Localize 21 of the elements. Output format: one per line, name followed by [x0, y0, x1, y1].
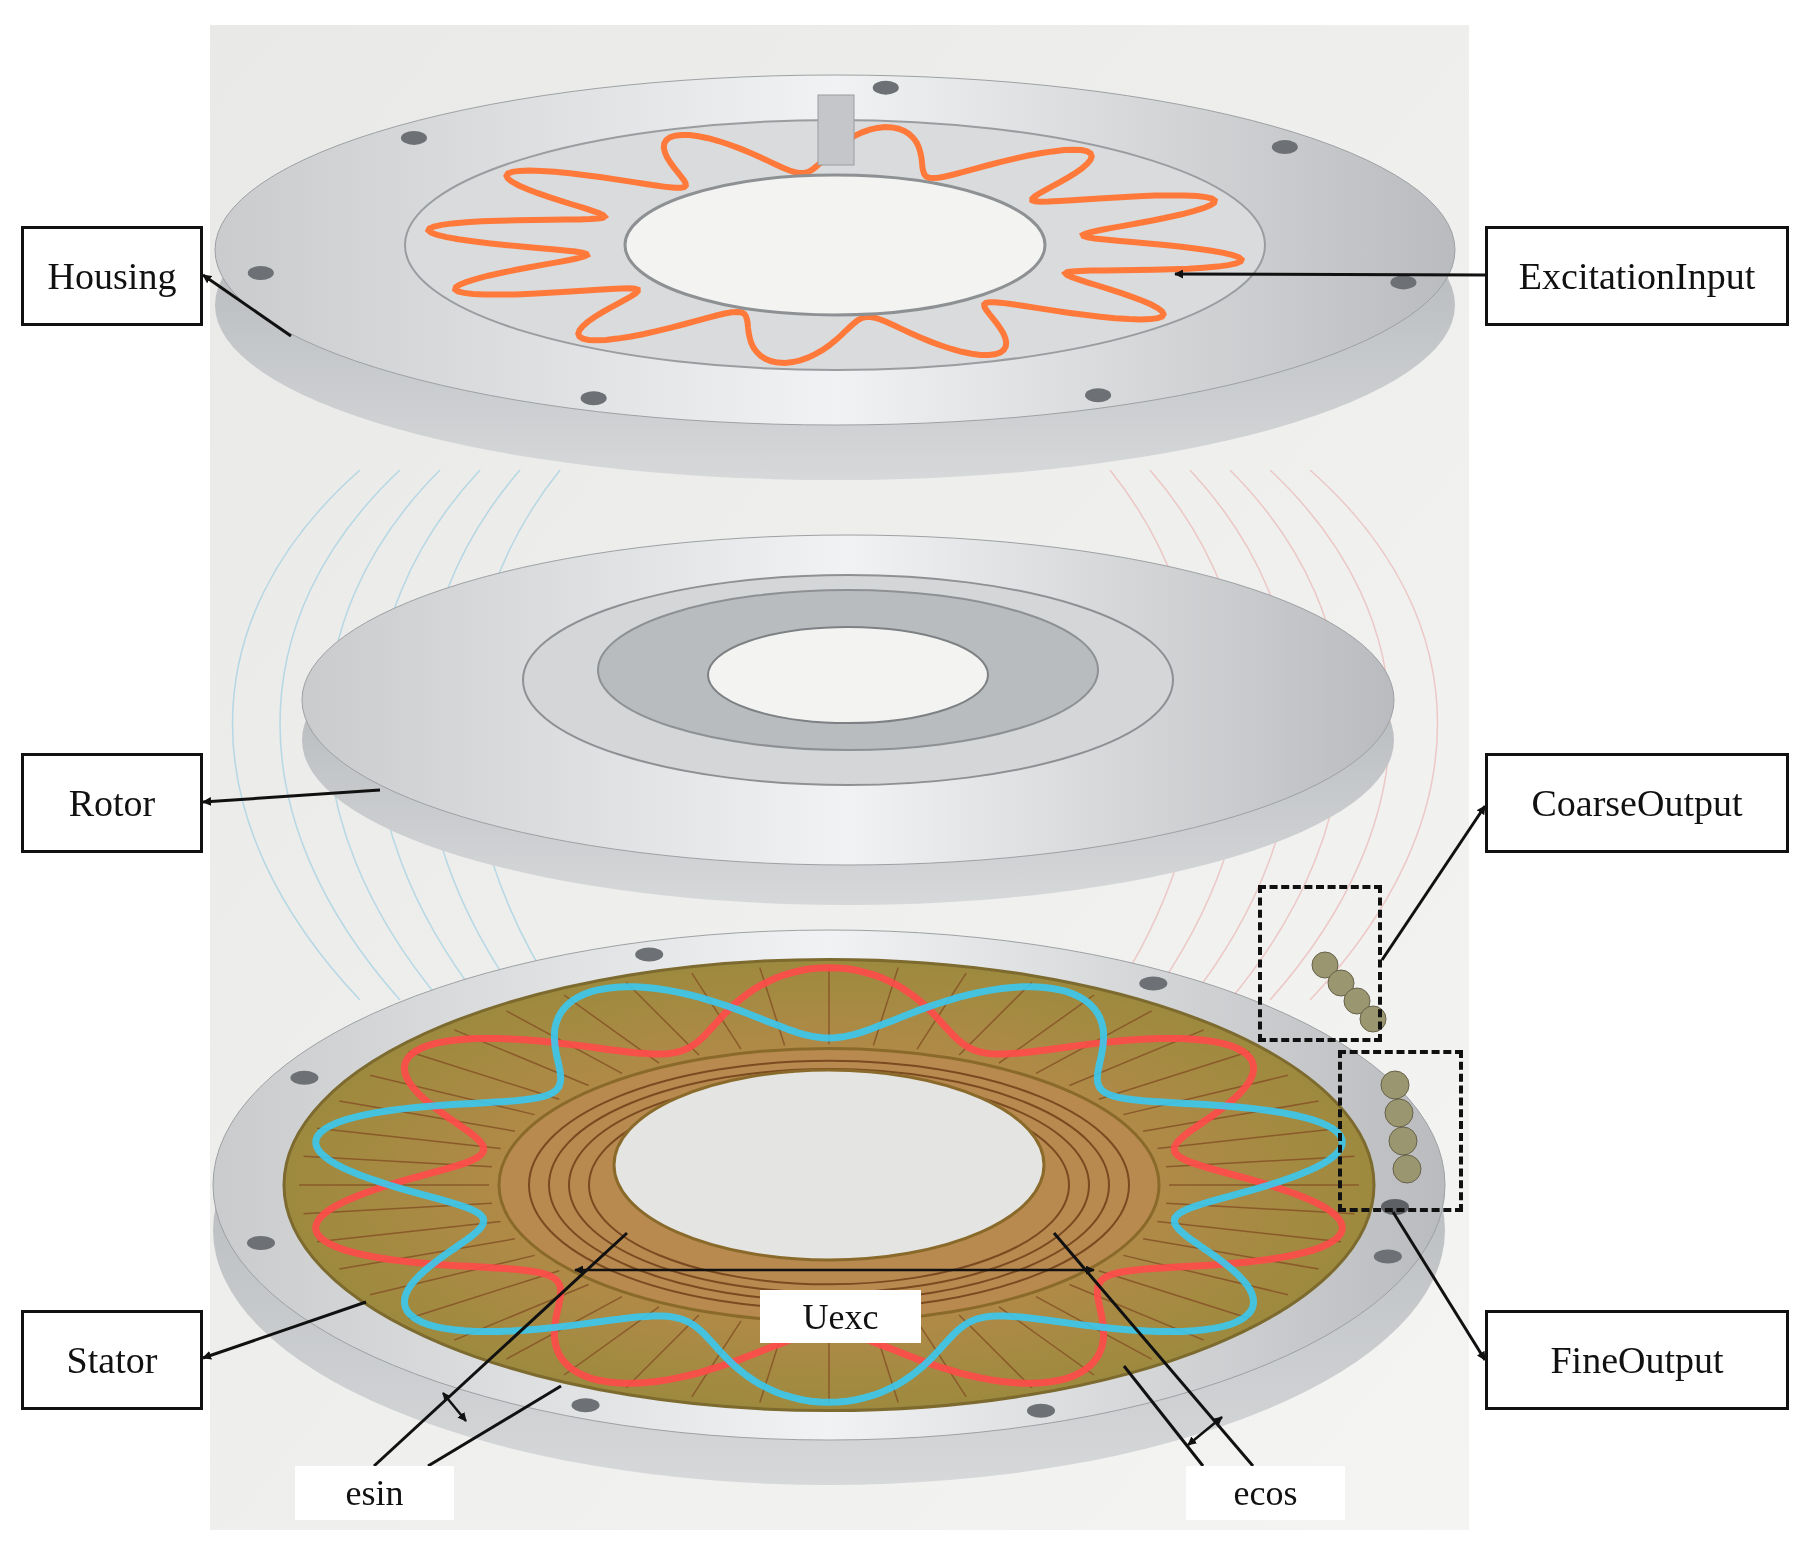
leader-line	[373, 1231, 628, 1468]
part-label: Housing	[21, 226, 203, 326]
part-label: Stator	[21, 1310, 203, 1410]
leader-line	[1174, 269, 1485, 279]
signal-label: esin	[295, 1466, 454, 1520]
part-label: FineOutput	[1485, 1310, 1789, 1410]
leader-line	[1052, 1232, 1255, 1467]
part-label: Rotor	[21, 753, 203, 853]
leader-line	[1122, 1365, 1205, 1467]
leader-line	[1391, 1211, 1487, 1361]
leader-line	[202, 788, 381, 806]
signal-label: ecos	[1186, 1466, 1345, 1520]
signal-label: Uexc	[760, 1290, 921, 1343]
dashed-outline-box	[1338, 1050, 1463, 1212]
part-label: CoarseOutput	[1485, 753, 1789, 853]
leader-line	[427, 1384, 562, 1468]
dashed-outline-box	[1258, 885, 1382, 1042]
leader-line	[1380, 805, 1487, 961]
leader-line	[202, 273, 292, 338]
part-label: ExcitationInput	[1485, 226, 1789, 326]
leader-line	[202, 1300, 367, 1360]
